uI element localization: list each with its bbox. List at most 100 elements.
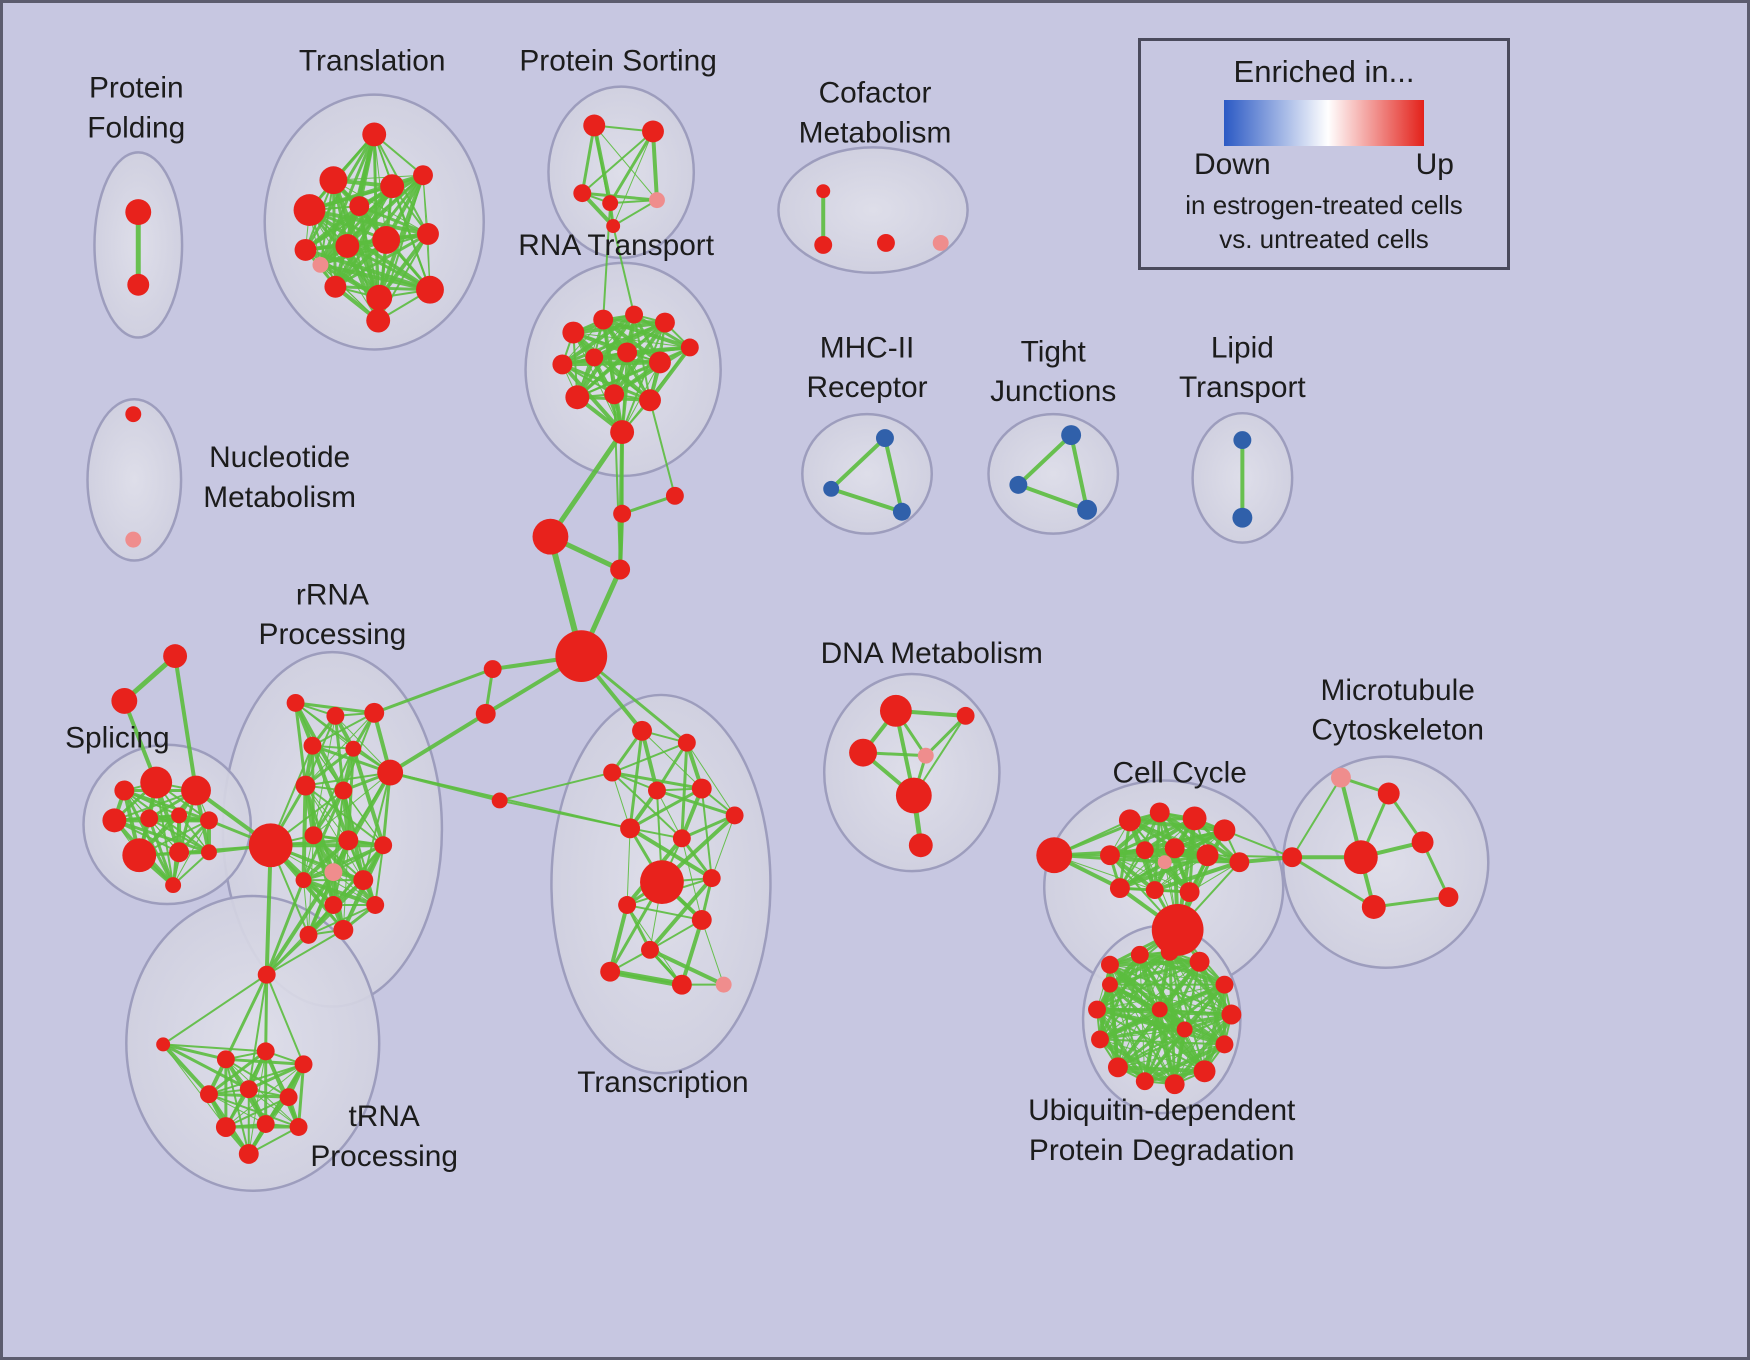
network-edge (374, 844, 385, 906)
node-cell-cycle-3 (1182, 806, 1207, 831)
network-edge (304, 184, 394, 252)
node-microtubule-cytoskeleton-5 (1438, 887, 1459, 907)
node-backbone-2 (665, 486, 684, 505)
node-trna-processing-2 (294, 1055, 313, 1074)
network-edge (312, 747, 355, 837)
network-edge (593, 124, 658, 201)
network-edge (829, 486, 904, 514)
cluster-ellipse-microtubule-cytoskeleton (1281, 755, 1490, 969)
node-ubiquitin-degradation-11 (1091, 1030, 1109, 1049)
network-edge (162, 973, 268, 1046)
network-edge (1109, 984, 1232, 1016)
node-rrna-processing-7 (334, 781, 353, 800)
node-translation-10 (312, 256, 329, 273)
network-edge (592, 320, 667, 360)
network-edge (1116, 1028, 1186, 1069)
node-trna-processing-3 (199, 1085, 218, 1104)
network-edge (625, 345, 692, 355)
network-edge (1108, 983, 1187, 1031)
network-edge (618, 430, 625, 572)
node-protein-sorting-5 (606, 219, 621, 233)
network-edge (610, 771, 704, 791)
node-splicing-8 (169, 842, 190, 863)
network-edge (247, 973, 268, 1091)
node-rna-transport-0 (562, 321, 585, 344)
node-translation-1 (319, 166, 348, 195)
network-edge (1095, 1007, 1147, 1084)
node-splicing-6 (199, 811, 218, 830)
network-edge (656, 790, 683, 839)
node-transcription-9 (702, 869, 721, 888)
network-edge (318, 262, 432, 292)
node-cell-cycle-13 (1179, 882, 1200, 903)
cluster-label-dna-metabolism: DNA Metabolism (821, 637, 1043, 670)
node-cell-cycle-2 (1149, 802, 1170, 823)
network-edge (608, 129, 655, 205)
node-rrna-processing-6 (295, 775, 316, 796)
node-backbone-5 (483, 660, 502, 679)
node-tight-junctions-1 (1009, 475, 1028, 494)
network-edge (122, 789, 211, 822)
node-rrna-processing-12 (324, 863, 343, 882)
node-rrna-processing-10 (338, 830, 359, 851)
network-edge (1158, 1008, 1177, 1086)
cluster-ellipse-nucleotide-metabolism (86, 397, 183, 562)
network-edge (641, 730, 703, 790)
network-edge (701, 919, 725, 986)
node-cell-cycle-9 (1229, 852, 1250, 873)
network-edge (700, 787, 713, 880)
network-edge (332, 174, 424, 181)
network-edge (224, 973, 269, 1061)
network-edge (1159, 951, 1171, 1011)
network-edge (1108, 960, 1202, 987)
node-splicing-7 (122, 838, 157, 873)
network-edge (1117, 1043, 1225, 1068)
cluster-label-cell-cycle: Cell Cycle (1112, 757, 1246, 790)
network-edge (1291, 776, 1342, 859)
network-edge (342, 790, 384, 846)
node-cell-cycle-11 (1109, 878, 1130, 899)
node-transcription-12 (641, 940, 659, 959)
network-edge (547, 429, 625, 540)
node-protein-folding-1 (127, 273, 150, 296)
network-edge (1117, 853, 1210, 891)
network-edge (628, 729, 644, 830)
network-edge (147, 816, 175, 887)
network-edge (626, 827, 631, 906)
node-ubiquitin-degradation-12 (1088, 1000, 1106, 1019)
cluster-label-transcription: Transcription (577, 1066, 748, 1099)
network-edge (309, 209, 379, 322)
node-rrna-processing-3 (303, 736, 322, 755)
node-dna-metabolism-5 (908, 833, 933, 858)
cluster-label-protein-sorting: Protein Sorting (519, 45, 717, 78)
network-edge (1117, 1009, 1161, 1068)
node-ubiquitin-degradation-10 (1107, 1057, 1128, 1078)
node-lipid-transport-1 (1232, 507, 1253, 528)
network-edge (297, 1062, 306, 1129)
node-translation-6 (294, 238, 317, 261)
node-translation-9 (417, 223, 439, 245)
network-edge (1108, 816, 1197, 857)
node-rna-transport-11 (639, 389, 661, 412)
node-mhc-ii-receptor-2 (892, 502, 911, 521)
node-mhc-ii-receptor-1 (823, 480, 840, 497)
node-ubiquitin-degradation-13 (1101, 976, 1118, 993)
network-edge (612, 199, 658, 228)
network-edge (351, 746, 386, 848)
cluster-label-rna-transport: RNA Transport (518, 229, 715, 262)
network-edge (247, 1062, 306, 1091)
network-edge (648, 947, 726, 987)
network-edge (207, 1063, 305, 1096)
node-microtubule-cytoskeleton-1 (1377, 782, 1400, 805)
network-edge (388, 711, 488, 775)
cluster-ellipse-trna-processing (125, 894, 381, 1192)
network-edge (162, 1043, 267, 1053)
network-edge (311, 833, 378, 907)
network-edge (1143, 1027, 1187, 1083)
node-cell-cycle-5 (1100, 845, 1120, 866)
node-transcription-6 (620, 818, 641, 839)
